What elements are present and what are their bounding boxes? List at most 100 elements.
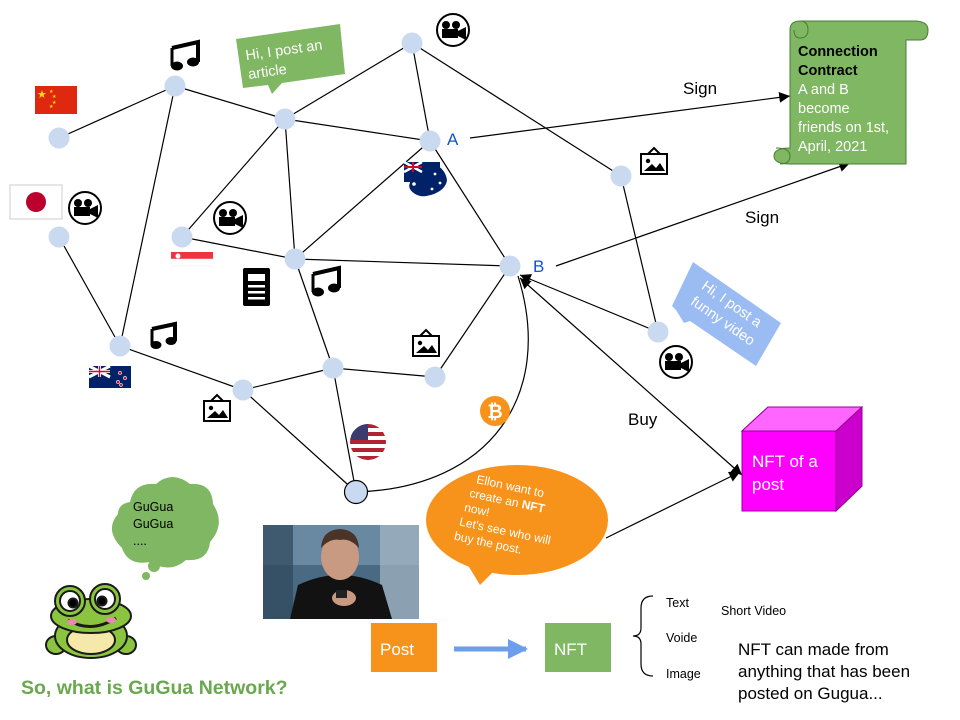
svg-text:★: ★ (37, 89, 47, 101)
image-icon (203, 393, 231, 422)
nft-box: NFT (545, 623, 611, 672)
types-brace (632, 595, 654, 677)
post-box: Post (371, 623, 437, 672)
contract-body-line1: A and B (798, 82, 849, 98)
australia-flag-icon (403, 160, 447, 197)
music-note-icon (170, 39, 200, 71)
japan-flag-icon (9, 184, 63, 220)
edge (284, 118, 296, 260)
note-line1: NFT can made from (738, 640, 889, 659)
network-node[interactable] (610, 165, 632, 187)
network-edges (58, 42, 659, 493)
ellon-to-nft-arrow (605, 471, 741, 539)
person-photo (263, 525, 419, 619)
edge (119, 345, 244, 391)
network-node[interactable] (164, 75, 186, 97)
edge (411, 42, 431, 142)
network-nodes (48, 32, 669, 505)
video-to-b-arrow (519, 274, 659, 333)
edge (242, 389, 357, 493)
edge (58, 85, 176, 139)
network-node-b[interactable] (499, 255, 521, 277)
video-camera-icon (436, 13, 470, 47)
frog-cloud-line3: .... (133, 534, 147, 548)
contract-body-line3: friends on 1st, (798, 120, 889, 136)
svg-text:★: ★ (49, 104, 54, 110)
china-flag-icon: ★ ★ ★ ★ ★ (35, 86, 77, 114)
edge (284, 118, 431, 142)
frog-mascot-icon (45, 583, 137, 659)
footer-question: So, what is GuGua Network? (21, 677, 288, 699)
edge (181, 118, 286, 238)
usa-flag-icon (350, 424, 386, 460)
new-zealand-flag-icon (88, 364, 131, 388)
network-node[interactable] (322, 357, 344, 379)
edge (294, 140, 431, 260)
post-box-label: Post (380, 640, 414, 659)
network-node[interactable] (109, 335, 131, 357)
bitcoin-icon: ₿ (480, 396, 510, 426)
network-node[interactable] (48, 127, 70, 149)
network-node-a[interactable] (419, 130, 441, 152)
node-a-label: A (447, 130, 459, 149)
edge (174, 85, 286, 120)
ellon-line2-bold: NFT (520, 497, 546, 516)
singapore-flag-icon (170, 252, 214, 267)
contract-title-line2: Contract (798, 63, 858, 79)
nft-box-label: NFT (554, 640, 587, 659)
frog-cloud-line1: GuGua (133, 500, 173, 514)
nft-cube: NFT of a post (740, 405, 864, 513)
image-icon (412, 328, 440, 357)
edge (332, 367, 436, 378)
network-node[interactable] (424, 366, 446, 388)
connection-contract-scroll: Connection Contract A and B become frien… (773, 20, 929, 165)
svg-text:★: ★ (52, 100, 57, 106)
ellon-line3: now! (463, 500, 491, 519)
edge (119, 85, 176, 347)
edge (181, 236, 296, 260)
network-node[interactable] (401, 32, 423, 54)
music-note-icon (311, 265, 341, 297)
svg-text:★: ★ (52, 94, 57, 100)
sign-arrow-b (555, 161, 851, 267)
frog-cloud-line2: GuGua (133, 517, 173, 531)
edge (294, 258, 511, 267)
type-text: Text (666, 596, 689, 610)
network-node[interactable] (343, 479, 369, 505)
ellon-speech-bubble: Ellon want to create an NFT now! Let's s… (426, 465, 608, 585)
contract-body-line2: become (798, 101, 850, 117)
network-node[interactable] (171, 226, 193, 248)
sign-label-mid: Sign (745, 208, 779, 227)
video-camera-icon (213, 201, 247, 235)
edge (332, 367, 357, 493)
network-node[interactable] (274, 108, 296, 130)
sign-arrow-a (469, 92, 791, 139)
network-node[interactable] (284, 248, 306, 270)
node-b-label: B (533, 257, 544, 276)
note-line3: posted on Gugua... (738, 684, 883, 703)
edge (242, 367, 334, 391)
type-short-video: Short Video (721, 604, 786, 618)
buy-arrow (519, 277, 743, 476)
arrow-edges (469, 92, 851, 539)
network-node[interactable] (48, 226, 70, 248)
document-icon (243, 268, 270, 306)
article-bubble-line2: article (247, 62, 288, 83)
edge (411, 42, 622, 177)
type-voide: Voide (666, 631, 697, 645)
network-node[interactable] (232, 379, 254, 401)
note-line2: anything that has been (738, 662, 910, 681)
edge (429, 140, 511, 267)
edge (620, 175, 659, 333)
edge (284, 42, 413, 120)
edge (58, 236, 121, 347)
type-image: Image (666, 667, 701, 681)
buy-label: Buy (628, 410, 658, 429)
network-node[interactable] (647, 321, 669, 343)
contract-body-line4: April, 2021 (798, 139, 867, 155)
contract-title-line1: Connection (798, 44, 878, 60)
video-camera-icon (659, 345, 693, 379)
nft-cube-line1: NFT of a (752, 452, 818, 471)
svg-text:★: ★ (49, 89, 54, 95)
